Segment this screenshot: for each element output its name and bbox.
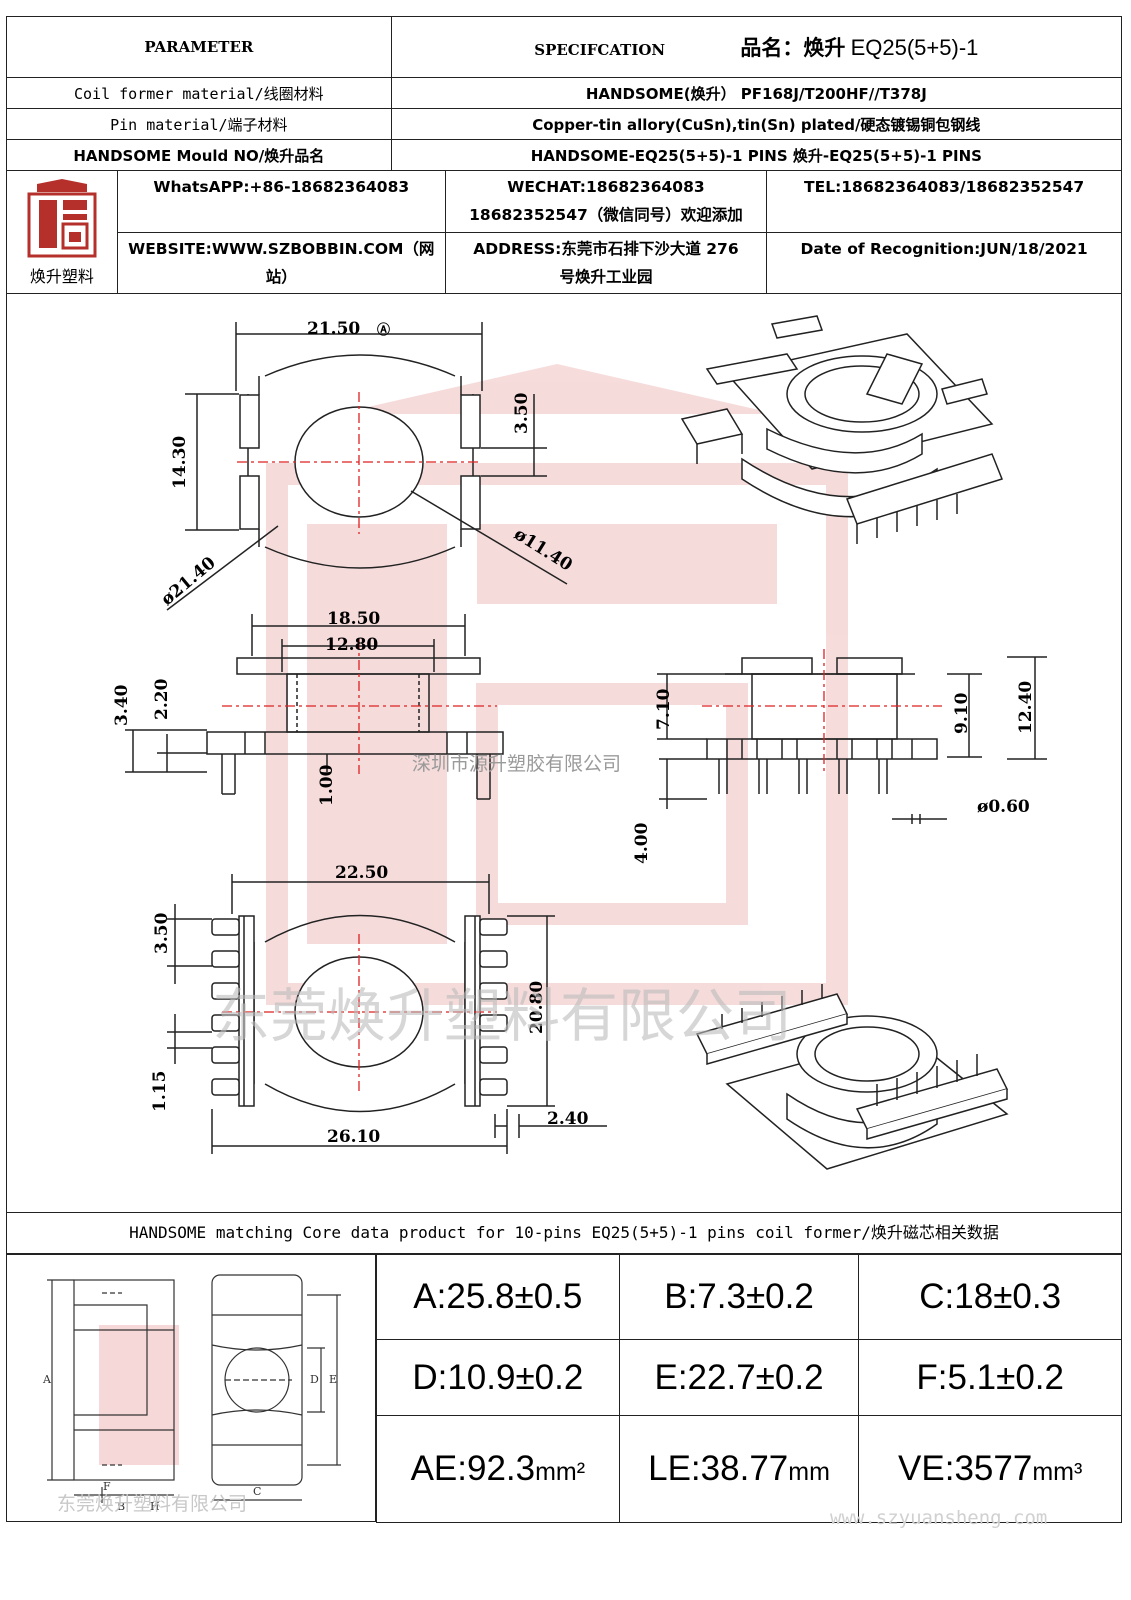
core-data-title: HANDSOME matching Core data product for … — [6, 1212, 1122, 1254]
watermark-1: 深圳市源升塑胶有限公司 — [412, 753, 621, 775]
address-cell: ADDRESS:东莞市石排下沙大道 276 号焕升工业园 — [444, 231, 768, 294]
core-param-c: C:18±0.3 — [858, 1254, 1122, 1340]
website-line2: 站） — [265, 267, 297, 286]
isometric-top-view — [680, 315, 1003, 544]
watermark-2: 东莞焕升塑料有限公司 — [212, 982, 792, 1050]
core-param-b: B:7.3±0.2 — [618, 1254, 860, 1340]
pin-material-label: Pin material/端子材料 — [6, 108, 392, 140]
core-le-value: LE:38.77 — [648, 1449, 789, 1488]
core-label-a: A — [42, 1373, 52, 1386]
dim-c: ø21.40 — [157, 553, 219, 610]
core-ve-unit: mm³ — [1032, 1458, 1083, 1486]
dim-f: 12.80 — [325, 635, 378, 655]
dim-o: 3.50 — [152, 912, 172, 954]
bottom-view-labels: 22.50 3.50 26.10 20.80 1.15 2.40 — [150, 863, 589, 1147]
drawing-svg: 21.50 Ⓐ 14.30 3.50 ø21.40 ø11.40 — [112, 315, 1047, 1170]
dim-a: 21.50 — [307, 319, 360, 339]
core-logo-watermark — [99, 1325, 179, 1465]
product-name-label: 品名：焕升 — [740, 36, 846, 60]
dim-m: 4.00 — [632, 822, 652, 864]
core-watermark: 东莞焕升塑料有限公司 — [57, 1493, 247, 1515]
mould-no-label: HANDSOME Mould NO/焕升品名 — [6, 139, 392, 171]
core-ae-value: AE:92.3 — [410, 1449, 536, 1488]
tel: TEL:18682364083/18682352547 — [766, 170, 1122, 233]
core-param-a: A:25.8±0.5 — [376, 1254, 620, 1340]
bottom-view — [167, 874, 607, 1154]
marker-a: Ⓐ — [377, 322, 390, 338]
dim-l: ø0.60 — [977, 797, 1030, 817]
pin-material-value: Copper-tin allory(CuSn),tin(Sn) plated/硬… — [390, 108, 1123, 140]
core-label-f: F — [103, 1480, 111, 1493]
whatsapp: WhatsAPP:+86-18682364083 — [116, 170, 446, 233]
dim-3-50: 3.50 — [512, 392, 532, 434]
front-view-labels: 7.10 9.10 12.40 ø0.60 4.00 — [632, 681, 1036, 864]
spec-table: PARAMETER SPECIFCATION 品名：焕升 EQ25(5+5)-1… — [6, 16, 1123, 171]
dim-i: 7.10 — [654, 688, 674, 730]
wechat-line1: WECHAT:18682364083 — [507, 178, 705, 197]
core-ve-value: VE:3577 — [898, 1449, 1033, 1488]
core-param-d: D:10.9±0.2 — [376, 1339, 620, 1416]
core-label-c: C — [253, 1485, 261, 1498]
core-ae: AE:92.3mm² — [376, 1415, 620, 1523]
parameter-header: PARAMETER — [6, 16, 392, 78]
core-label-b: B — [117, 1500, 125, 1513]
dim-1-15: 1.15 — [150, 1071, 170, 1112]
recognition-date: Date of Recognition:JUN/18/2021 — [766, 231, 1122, 294]
wechat-cell: WECHAT:18682364083 18682352547（微信同号）欢迎添加 — [444, 170, 768, 233]
contact-table: 焕升塑料 WhatsAPP:+86-18682364083 WECHAT:186… — [6, 170, 1122, 294]
company-logo — [27, 178, 97, 257]
core-param-e: E:22.7±0.2 — [618, 1339, 860, 1416]
side-view — [125, 614, 504, 800]
footer-watermark: www.szyuansheng.com — [830, 1507, 1048, 1529]
technical-drawing: 21.50 Ⓐ 14.30 3.50 ø21.40 ø11.40 — [6, 294, 1122, 1212]
core-diagram: A D E F B H C 东莞焕升塑料有限公司 — [6, 1254, 376, 1522]
dim-b: 14.30 — [170, 436, 190, 489]
dim-2-40: 2.40 — [547, 1109, 589, 1129]
specification-label: SPECIFCATION — [534, 41, 666, 59]
mould-no-value: HANDSOME-EQ25(5+5)-1 PINS 焕升-EQ25(5+5)-1… — [390, 139, 1123, 171]
top-view — [166, 322, 568, 611]
dim-q: 20.80 — [527, 981, 547, 1034]
core-label-e: E — [329, 1373, 337, 1386]
dim-n: 22.50 — [335, 863, 388, 883]
address-line1: ADDRESS:东莞市石排下沙大道 276 — [473, 239, 739, 258]
website-cell: WEBSITE:WWW.SZBOBBIN.COM（网 站） — [116, 231, 446, 294]
core-param-f: F:5.1±0.2 — [858, 1339, 1122, 1416]
coil-material-label: Coil former material/线圈材料 — [6, 77, 392, 109]
side-view-labels: 18.50 12.80 3.40 2.20 1.00 — [112, 609, 380, 806]
isometric-bottom-view — [695, 984, 1009, 1170]
dim-g: 3.40 — [112, 684, 132, 726]
core-ae-unit: mm² — [535, 1458, 586, 1486]
core-ve: VE:3577mm³ — [858, 1415, 1122, 1523]
dim-h: 2.20 — [152, 678, 172, 720]
logo-text: 焕升塑料 — [29, 266, 94, 286]
product-model: EQ25(5+5)-1 — [850, 35, 979, 60]
coil-material-value: HANDSOME(焕升） PF168J/T200HF//T378J — [390, 77, 1123, 109]
address-line2: 号焕升工业园 — [559, 267, 653, 286]
logo-watermark — [266, 364, 848, 1005]
dim-1-00: 1.00 — [317, 764, 337, 806]
dim-j: 9.10 — [952, 692, 972, 734]
website-line1: WEBSITE:WWW.SZBOBBIN.COM（网 — [128, 239, 435, 258]
core-le-unit: mm — [788, 1458, 830, 1486]
front-view — [657, 649, 1047, 824]
logo-cell: 焕升塑料 — [6, 170, 118, 294]
core-label-d: D — [310, 1373, 319, 1386]
dim-p: 26.10 — [327, 1127, 380, 1147]
specification-header: SPECIFCATION 品名：焕升 EQ25(5+5)-1 — [390, 16, 1123, 78]
core-data-table: A:25.8±0.5 B:7.3±0.2 C:18±0.3 D:10.9±0.2… — [376, 1254, 1122, 1523]
core-label-h: H — [150, 1500, 160, 1513]
dim-k: 12.40 — [1016, 681, 1036, 734]
core-diagram-svg: A D E F B H C 东莞焕升塑料有限公司 — [42, 1274, 341, 1515]
wechat-line2: 18682352547（微信同号）欢迎添加 — [469, 206, 743, 225]
core-le: LE:38.77mm — [618, 1415, 860, 1523]
dim-e: 18.50 — [327, 609, 380, 629]
